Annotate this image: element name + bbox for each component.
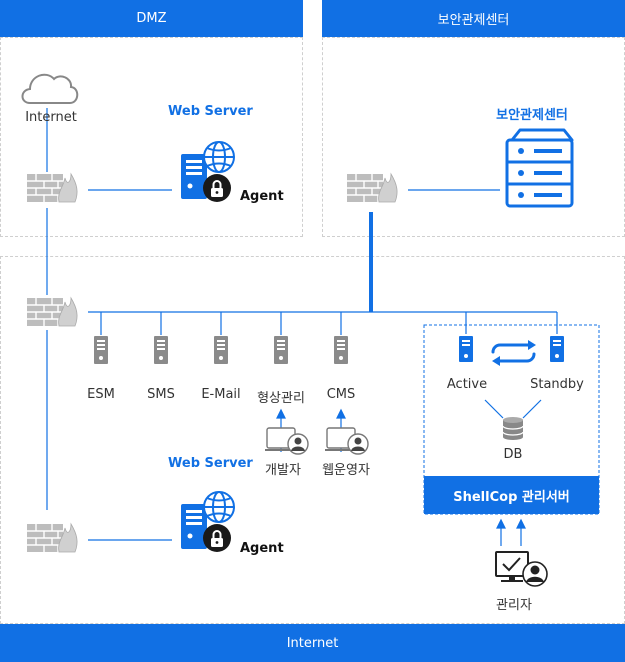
cloud-icon (21, 73, 79, 104)
firewall-icon (26, 173, 78, 203)
dmz-agent-label: Agent (240, 189, 284, 204)
server-label-config: 형상관리 (257, 391, 305, 406)
internet-footer: Internet (0, 624, 625, 662)
shellcop-title: ShellCop 관리서버 (453, 489, 570, 505)
web-server-icon (180, 141, 235, 203)
firewall-icon (26, 297, 78, 327)
standby-label: Standby (530, 377, 584, 392)
server-label-esm: ESM (87, 387, 115, 402)
email-server-icon (214, 336, 228, 364)
active-label: Active (446, 377, 488, 392)
firewall-icon (346, 173, 398, 203)
dmz-title: DMZ (136, 11, 167, 26)
developer-icon (264, 427, 309, 455)
esm-server-icon (94, 336, 108, 364)
dmz-web-server-label: Web Server (168, 104, 253, 119)
dmz-header: DMZ (0, 0, 303, 37)
server-rack-icon (505, 128, 574, 208)
sync-icon (491, 343, 536, 363)
soc-header: 보안관제센터 (322, 0, 625, 37)
cms-server-icon (334, 336, 348, 364)
firewall-icon (26, 523, 78, 553)
internal-agent-label: Agent (240, 541, 284, 556)
server-label-email: E-Mail (201, 387, 241, 402)
db-label: DB (503, 447, 523, 462)
soc-center-label: 보안관제센터 (496, 108, 568, 123)
admin-label: 관리자 (496, 598, 532, 613)
server-label-cms: CMS (326, 387, 356, 402)
web-server-icon (180, 491, 235, 553)
dmz-zone (0, 37, 303, 237)
server-label-sms: SMS (147, 387, 175, 402)
dmz-internet-label: Internet (25, 110, 77, 125)
database-icon (502, 417, 524, 440)
internal-web-server-label: Web Server (168, 456, 253, 471)
user-label-developer: 개발자 (265, 463, 301, 478)
config-server-icon (274, 336, 288, 364)
soc-zone-title: 보안관제센터 (437, 13, 510, 28)
web-operator-icon (324, 427, 369, 455)
active-server-icon (459, 336, 473, 362)
standby-server-icon (550, 336, 564, 362)
sms-server-icon (154, 336, 168, 364)
user-label-web-operator: 웹운영자 (322, 463, 370, 478)
internet-footer-title: Internet (286, 635, 339, 651)
shellcop-title-bar: ShellCop 관리서버 (424, 476, 599, 514)
admin-monitor-icon (495, 551, 548, 587)
shellcop-group-border (423, 324, 600, 515)
